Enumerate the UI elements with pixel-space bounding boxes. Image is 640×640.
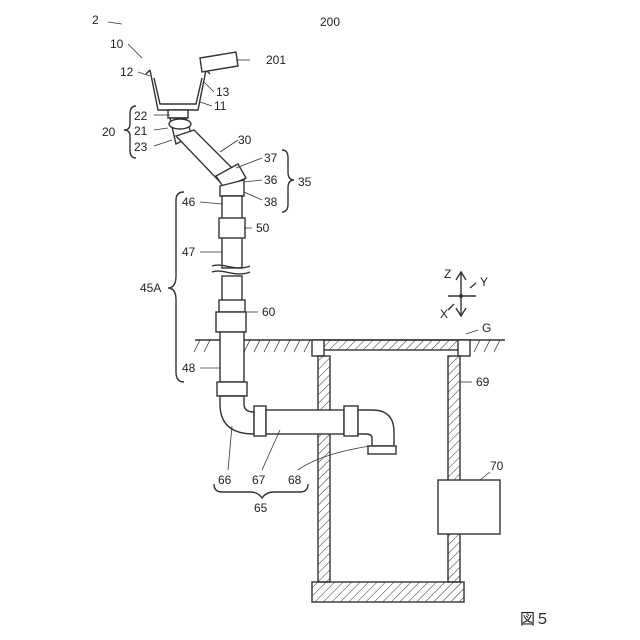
label-11: 11 (214, 99, 227, 113)
label-60: 60 (262, 305, 276, 319)
axis-labels: Z Y X (440, 267, 488, 321)
label-30: 30 (238, 133, 252, 147)
axis-indicator (448, 272, 476, 316)
vertical-pipe-lower (217, 332, 247, 396)
label-13: 13 (216, 85, 230, 99)
label-67: 67 (252, 473, 266, 487)
label-48: 48 (182, 361, 196, 375)
vertical-pipe-upper (219, 196, 245, 268)
label-10: 10 (110, 37, 124, 51)
axis-label-z: Z (444, 267, 451, 281)
label-20: 20 (102, 125, 116, 139)
horizontal-pipe (254, 406, 358, 436)
axis-label-y: Y (480, 275, 488, 289)
label-50: 50 (256, 221, 270, 235)
object-201 (200, 52, 238, 72)
label-46: 46 (182, 195, 196, 209)
gutter (146, 70, 210, 110)
axis-label-x: X (440, 307, 448, 321)
label-200: 200 (320, 15, 340, 29)
label-21: 21 (134, 124, 148, 138)
label-68: 68 (288, 473, 302, 487)
label-38: 38 (264, 195, 278, 209)
label-69: 69 (476, 375, 490, 389)
label-22: 22 (134, 109, 148, 123)
figure-label: 図５ (520, 610, 550, 628)
label-G: G (482, 321, 491, 335)
label-36: 36 (264, 173, 278, 187)
label-12: 12 (120, 65, 134, 79)
elbow-66 (220, 396, 254, 434)
label-45A: 45A (140, 281, 161, 295)
label-47: 47 (182, 245, 196, 259)
label-37: 37 (264, 151, 278, 165)
label-35: 35 (298, 175, 312, 189)
break-mark (212, 265, 250, 274)
box-70 (438, 480, 500, 534)
label-65: 65 (254, 501, 268, 515)
label-23: 23 (134, 140, 148, 154)
label-2: 2 (92, 13, 99, 27)
label-70: 70 (490, 459, 504, 473)
label-201: 201 (266, 53, 286, 67)
tank (312, 340, 470, 602)
vertical-pipe-middle (216, 276, 246, 332)
label-66: 66 (218, 473, 232, 487)
